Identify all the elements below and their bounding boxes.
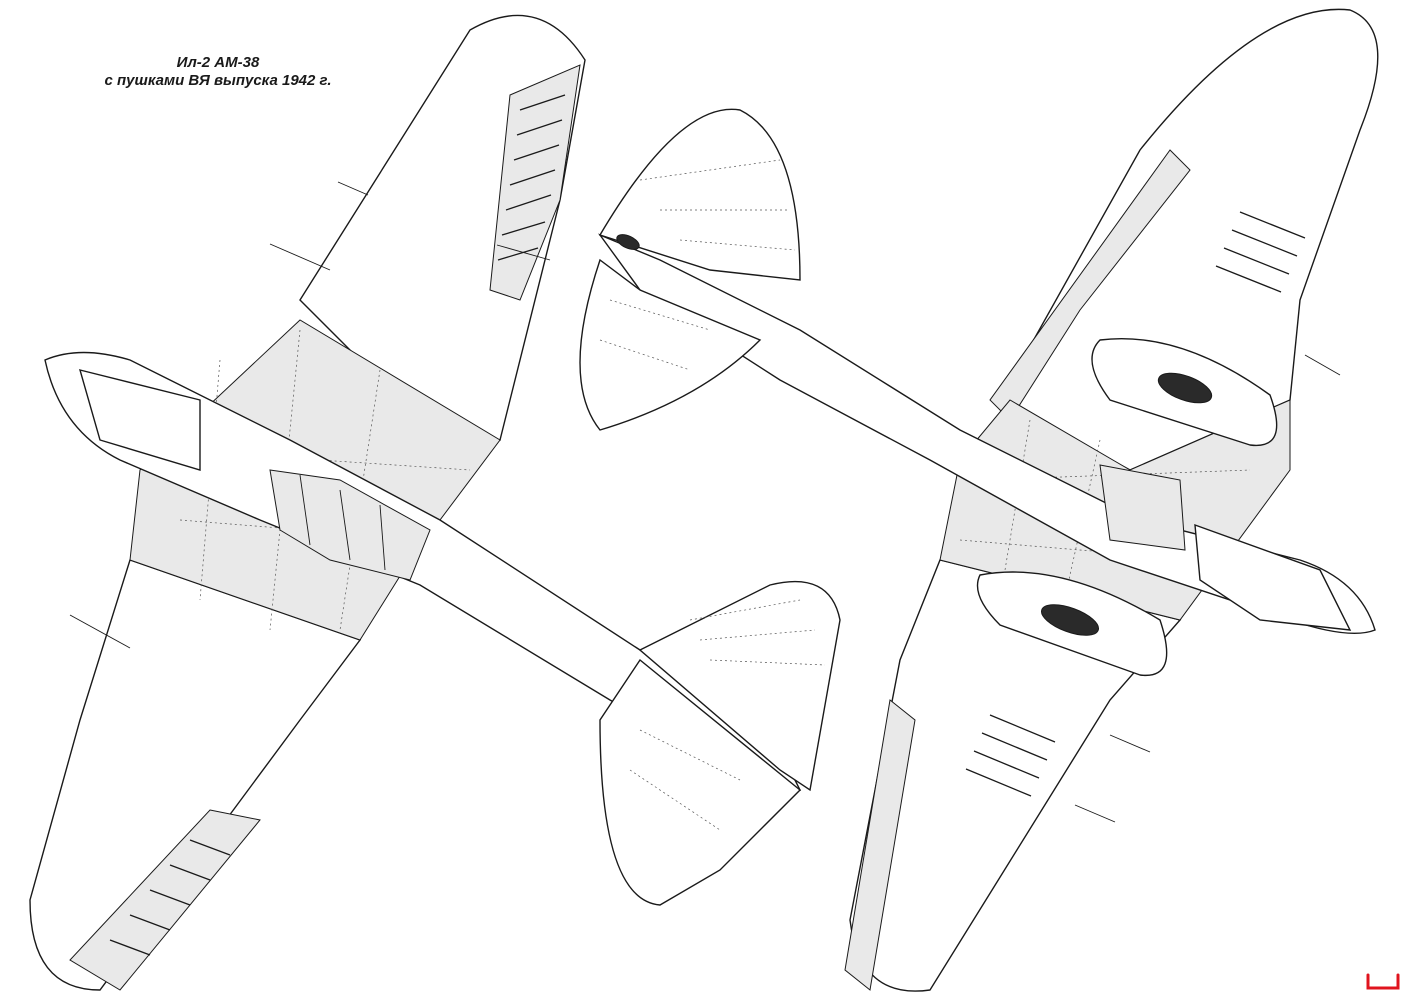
left-aircraft-cockpit-frame [299, 474, 386, 571]
left-aircraft-lower-wing [29, 559, 362, 991]
right-aircraft-cockpit [1099, 464, 1186, 551]
left-aircraft-tail-upper [638, 580, 841, 792]
right-aircraft-tail-light-icon [616, 234, 640, 250]
drawing-caption: Ил-2 АМ-38 с пушками ВЯ выпуска 1942 г. [58, 54, 378, 90]
left-aircraft-lower-flap-ribs [109, 839, 231, 956]
underside-view [29, 14, 841, 991]
left-aircraft-tail-lower [599, 658, 802, 906]
right-aircraft-tail-upper [598, 108, 801, 281]
left-aircraft-engine-cowling [78, 369, 201, 471]
caption-title: Ил-2 АМ-38 [176, 54, 260, 71]
right-aircraft-tail-ribs [599, 159, 796, 371]
right-aircraft-lower-gun-bays [965, 714, 1056, 797]
left-aircraft-cockpit [269, 469, 431, 581]
right-aircraft-engine-cowling [1194, 523, 1352, 631]
right-aircraft-cannons [1074, 354, 1341, 823]
top-view [579, 8, 1379, 992]
red-bracket-icon [1366, 973, 1400, 990]
caption-subtitle: с пушками ВЯ выпуска 1942 г. [104, 72, 332, 89]
left-aircraft-upper-flap-ribs [497, 94, 566, 261]
right-aircraft-lower-wing [849, 559, 1182, 992]
right-aircraft-upper-flap [989, 149, 1191, 421]
right-aircraft-tail-lower [579, 258, 762, 431]
left-aircraft-cannons [69, 181, 551, 649]
right-aircraft-cannon-upper-icon [1157, 372, 1213, 404]
left-aircraft-upper-flap [489, 64, 581, 301]
left-aircraft-lower-flap [69, 809, 261, 991]
right-aircraft-lower-flap [844, 699, 916, 991]
right-aircraft-cannon-lower-icon [1041, 604, 1099, 636]
right-aircraft-upper-gun-bays [1215, 211, 1306, 293]
left-aircraft-tail-ribs [629, 599, 826, 831]
